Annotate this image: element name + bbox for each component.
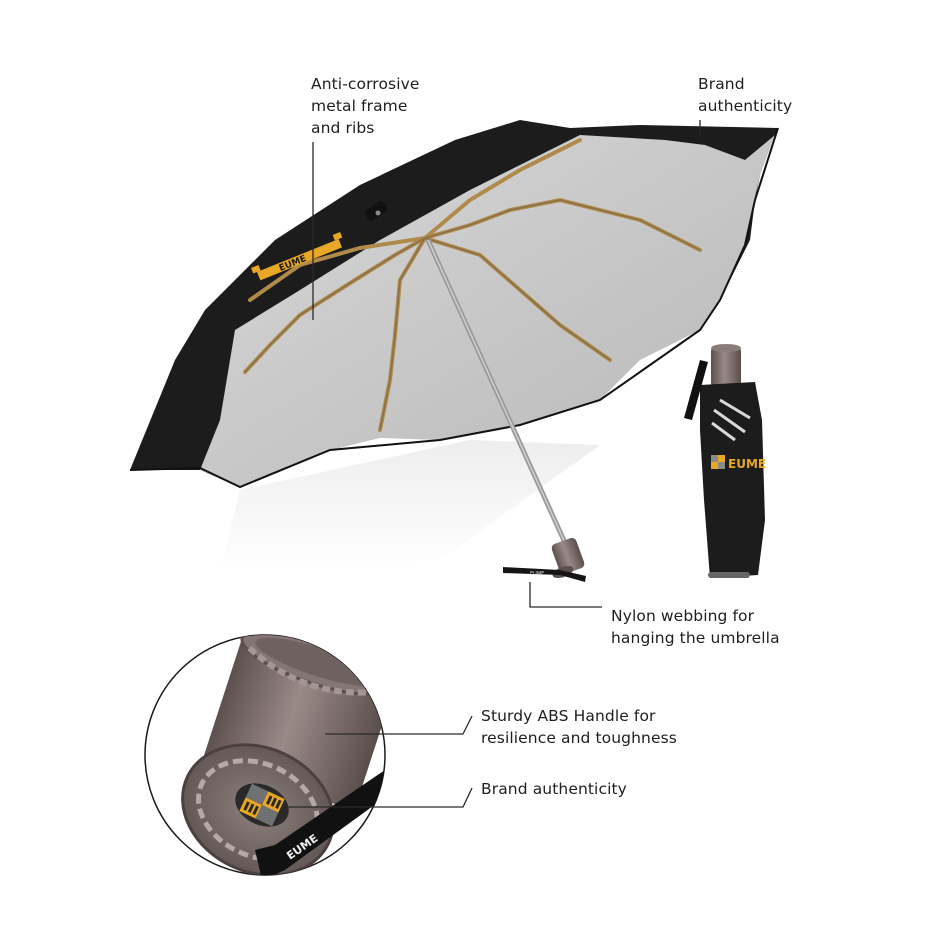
handle-closeup: EUME [181, 635, 385, 875]
webbing-strap [503, 567, 586, 582]
leader-lines [288, 120, 701, 808]
annotation-handle-line: resilience and toughness [481, 729, 677, 747]
annotation-brand-top: Brand authenticity [698, 73, 792, 117]
annotation-webbing-line: Nylon webbing for [611, 607, 755, 625]
annotation-handle: Sturdy ABS Handle for resilience and tou… [481, 705, 677, 749]
folded-umbrella: EUME [684, 344, 766, 578]
annotation-brand-bottom: Brand authenticity [481, 778, 627, 800]
canopy-inner [200, 135, 775, 487]
annotation-frame-line: and ribs [311, 119, 375, 137]
annotation-webbing: Nylon webbing for hanging the umbrella [611, 605, 780, 649]
annotation-brand-top-line: authenticity [698, 97, 793, 115]
svg-text:EUME: EUME [728, 457, 766, 471]
annotation-brand-bottom-line: Brand authenticity [481, 780, 627, 798]
annotation-frame: Anti-corrosive metal frame and ribs [311, 73, 420, 139]
annotation-frame-line: metal frame [311, 97, 408, 115]
svg-text:EUME: EUME [530, 571, 544, 577]
reflection [220, 440, 600, 570]
annotation-handle-line: Sturdy ABS Handle for [481, 707, 656, 725]
annotation-frame-line: Anti-corrosive [311, 75, 420, 93]
annotation-webbing-line: hanging the umbrella [611, 629, 780, 647]
annotation-brand-top-line: Brand [698, 75, 745, 93]
